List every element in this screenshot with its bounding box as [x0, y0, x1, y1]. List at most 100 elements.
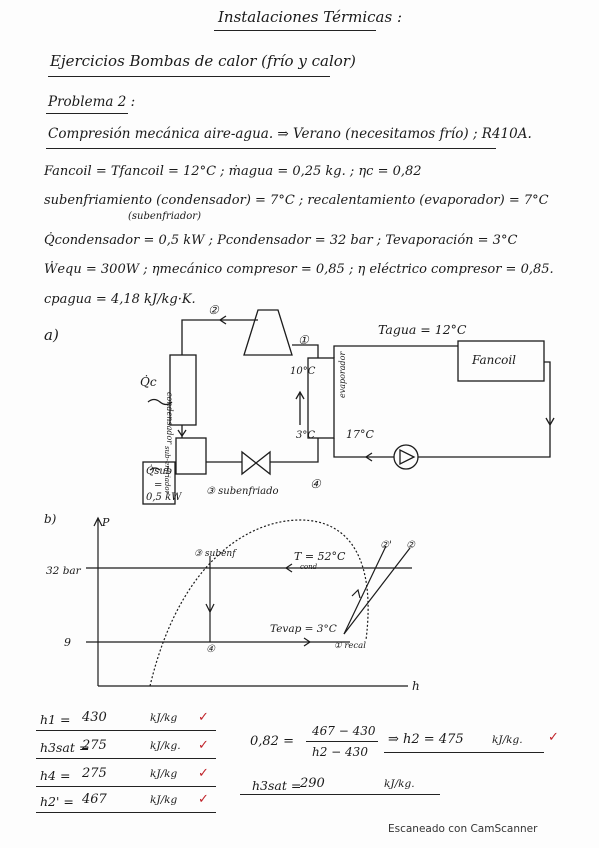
qsub-heat-arrow — [149, 467, 161, 471]
condenser-label: condensador — [165, 392, 174, 445]
result-unit: kJ/kg — [150, 794, 178, 806]
result-value: 275 — [82, 766, 107, 781]
p-high-label: 32 bar — [46, 565, 82, 577]
result-underline — [36, 812, 216, 813]
arrow-up-evaporator — [295, 390, 305, 400]
equation-check: ✓ — [548, 730, 559, 745]
data-line-5: cpagua = 4,18 kJ/kg·K. — [44, 292, 196, 307]
qsub-label: Q̇sub — [146, 465, 172, 477]
water-pipe-top — [333, 345, 458, 358]
qsub-value: 0,5 kW — [146, 492, 182, 503]
result-unit: kJ/kg — [150, 712, 178, 724]
title-underline — [214, 30, 376, 31]
qsub-box — [142, 461, 176, 505]
arrow-down-condenser — [177, 429, 187, 438]
pipe-evaporator-compressor — [292, 344, 319, 358]
node-2-label: ② — [208, 303, 220, 317]
equation-denominator: h2 − 430 — [312, 745, 368, 759]
result-check: ✓ — [198, 792, 209, 807]
subcooler-box — [175, 437, 207, 475]
evaporator-box — [307, 357, 335, 439]
qsub-eq: = — [154, 480, 162, 491]
equation-unit: kJ/kg. — [492, 734, 523, 746]
result-underline — [36, 758, 216, 759]
compressor-shape — [243, 309, 293, 356]
problem-description: Compresión mecánica aire-agua. ⇒ Verano … — [48, 126, 532, 142]
result-underline — [36, 786, 216, 787]
equation-lhs: 0,82 = — [250, 734, 294, 749]
result-name: h3sat = — [40, 740, 90, 755]
data-line-3: Q̇condensador = 0,5 kW ; Pcondensador = … — [44, 233, 518, 248]
fancoil-label: Fancoil — [471, 353, 516, 367]
result-value: 430 — [82, 710, 107, 725]
compression-line-real — [343, 547, 411, 635]
p-low-label: 9 — [64, 636, 71, 649]
result-unit: kJ/kg. — [150, 740, 181, 752]
compression-line-ideal — [343, 545, 387, 635]
result-underline — [36, 730, 216, 731]
t17-label: 17°C — [346, 428, 374, 441]
equation-result: ⇒ h2 = 475 — [388, 732, 464, 747]
page-subtitle: Ejercicios Bombas de calor (frío y calor… — [50, 52, 356, 70]
subcooler-label: sub-enfriador — [163, 446, 171, 495]
data-line-2: subenfriamiento (condensador) = 7°C ; re… — [44, 193, 549, 208]
scanner-watermark: Escaneado con CamScanner — [388, 823, 538, 835]
data-line-1: Fancoil = Tfancoil = 12°C ; ṁagua = 0,25… — [44, 164, 422, 179]
pipe-valve-evaporator — [270, 438, 319, 463]
equation-underline — [384, 752, 544, 753]
result-check: ✓ — [198, 710, 209, 725]
page-title: Instalaciones Térmicas : — [218, 8, 402, 26]
result-unit: kJ/kg — [150, 768, 178, 780]
data-line-2-note: (subenfriador) — [128, 211, 201, 222]
arrow-left-bottom — [364, 452, 373, 462]
subtitle-underline — [48, 76, 330, 77]
saturation-dome — [149, 519, 369, 687]
pipe-compressor-condenser — [181, 319, 258, 355]
expansion-valve — [241, 450, 271, 476]
problem-underline — [46, 113, 128, 114]
node-3-label: ③ subenfriado — [206, 486, 279, 497]
result-name: h1 = — [40, 712, 71, 727]
data-line-4: Ẇequ = 300W ; ηmecánico compresor = 0,85… — [44, 262, 554, 277]
fraction-bar — [306, 741, 378, 742]
water-pipe-bottom — [333, 438, 394, 458]
h3-value: 290 — [300, 776, 325, 791]
water-temp-label: Tagua = 12°C — [378, 322, 467, 337]
section-b-label: b) — [44, 512, 57, 526]
result-name: h2' = — [40, 794, 74, 809]
result-check: ✓ — [198, 738, 209, 753]
result-value: 467 — [82, 792, 107, 807]
qc-heat-arrow — [147, 398, 173, 406]
arrow-left-top — [218, 315, 227, 325]
water-pipe-right — [418, 361, 551, 458]
fancoil-box — [457, 340, 545, 382]
point-3-label: ③ subenf — [194, 549, 237, 559]
problem-heading: Problema 2 : — [48, 94, 136, 110]
h3-name: h3sat = — [252, 778, 302, 793]
result-value: 275 — [82, 738, 107, 753]
t3-label: 3°C — [296, 430, 315, 441]
qc-label: Q̇c — [140, 374, 157, 389]
node-1-label: ① — [298, 333, 310, 347]
t10-label: 10°C — [290, 366, 316, 377]
arrow-down-right — [545, 417, 555, 427]
h3-unit: kJ/kg. — [384, 778, 415, 790]
point-4-label: ④ — [206, 644, 216, 655]
description-underline — [46, 148, 496, 149]
axis-h-label: h — [412, 679, 420, 693]
t-evap-label: Tevap = 3°C — [270, 623, 337, 635]
equation-numerator: 467 − 430 — [312, 724, 376, 738]
pump-circle — [393, 444, 419, 470]
condenser-box — [169, 354, 197, 426]
axis-p-label: P — [101, 516, 110, 529]
t-cond-sub: cond — [300, 563, 318, 571]
h3-underline — [240, 794, 440, 795]
node-4-label: ④ — [310, 477, 322, 491]
pump-triangle — [399, 448, 416, 466]
point-2-label: ② — [406, 540, 416, 551]
point-2p-label: ②' — [380, 540, 392, 551]
section-a-label: a) — [44, 326, 59, 344]
result-name: h4 = — [40, 768, 71, 783]
point-1-label: ① recal — [334, 641, 366, 651]
